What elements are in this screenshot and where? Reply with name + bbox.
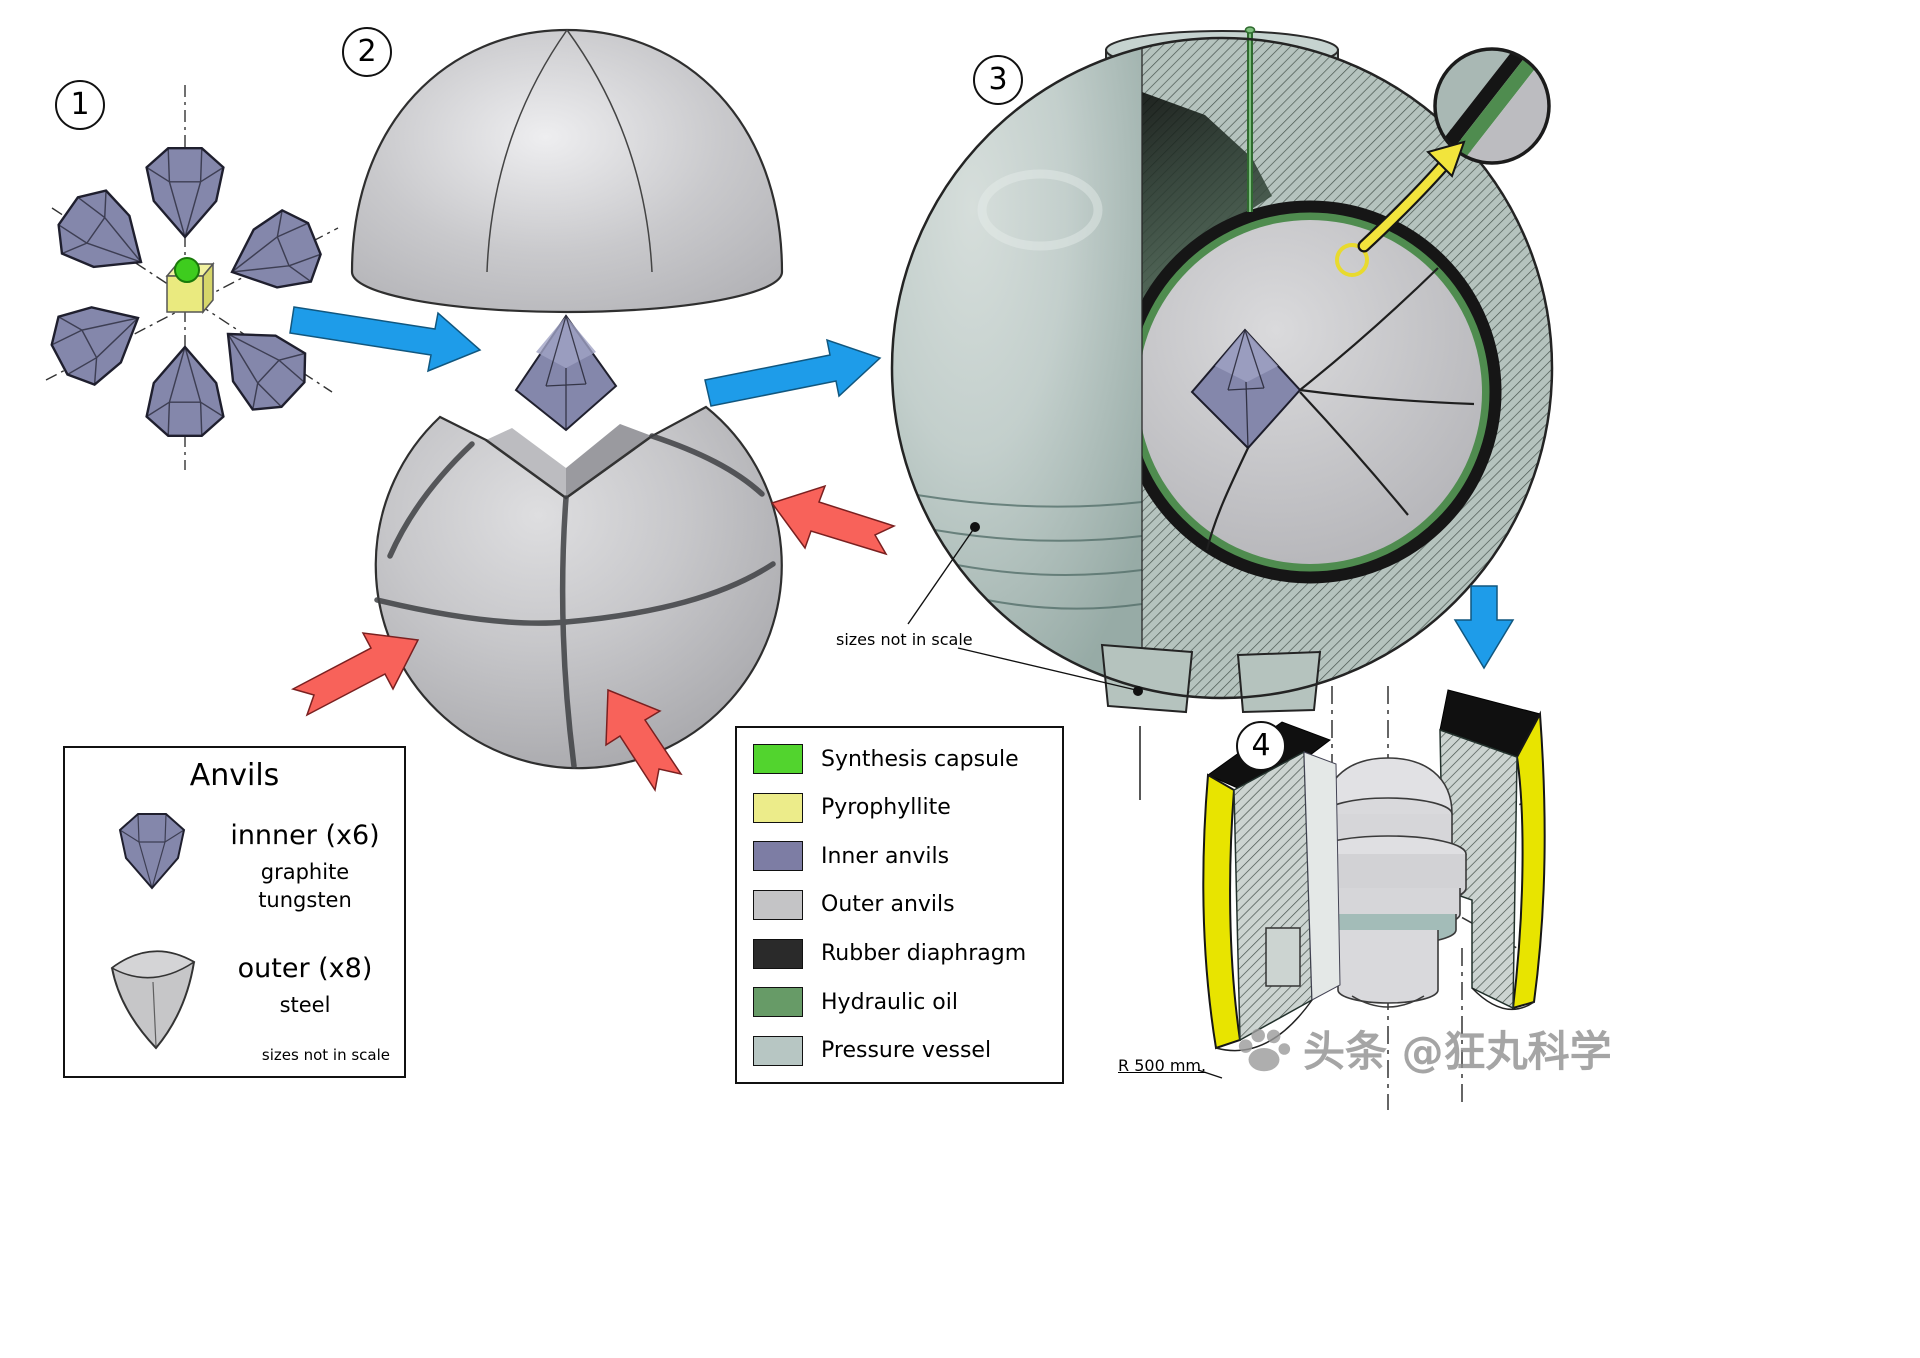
opening-wall-left [486, 428, 566, 498]
inner-anvil-top [145, 146, 225, 239]
color-legend-box: Synthesis capsule Pyrophyllite Inner anv… [735, 726, 1064, 1084]
legend-label: Rubber diaphragm [821, 941, 1027, 967]
vessel-dome [892, 48, 1142, 688]
legend-swatch-rubber-diaphragm [753, 938, 803, 969]
dome-highlight [977, 169, 1103, 251]
legend-row: Inner anvils [753, 841, 1046, 872]
flow-arrow-step2-to-step3 [704, 338, 882, 407]
vessel-silhouette [890, 36, 1554, 700]
segment-seams [374, 433, 776, 769]
step-4-badge: 4 [1236, 721, 1286, 771]
legend-row: Pyrophyllite [753, 792, 1046, 823]
step3-pressure-vessel [890, 26, 1554, 800]
legend-row: Outer anvils [753, 889, 1046, 920]
legend-row: Synthesis capsule [753, 744, 1046, 774]
inner-anvil-material-2: tungsten [258, 888, 352, 912]
press-arrow-bottom [605, 688, 683, 792]
legend-row: Pressure vessel [753, 1035, 1046, 1066]
radius-leader-line [1197, 1069, 1223, 1079]
watermark: 头条 @狂丸科学 [1235, 1018, 1612, 1079]
step-3-badge: 3 [973, 55, 1023, 105]
press-arrow-left [290, 632, 420, 717]
leader-dot-vessel [970, 522, 980, 532]
outer-anvil-label: outer (x8) [237, 953, 373, 984]
inner-anvil-label: innner (x6) [230, 820, 380, 851]
step-1-number: 1 [70, 87, 90, 122]
inner-anvil-upper-right [216, 201, 330, 309]
step-4-number: 4 [1251, 728, 1271, 763]
step1-anvil-cluster [40, 85, 339, 470]
legend-swatch-inner-anvils [753, 841, 803, 872]
legend-row: Rubber diaphragm [753, 938, 1046, 969]
press-arrow-right [770, 484, 897, 556]
press-stack-tab [1265, 927, 1301, 987]
inner-anvil-bottom [145, 345, 225, 438]
inner-anvil-lower-left [40, 282, 158, 395]
flow-arrow-step3-to-step4 [1453, 585, 1515, 670]
sizes-note-step3: sizes not in scale [836, 630, 973, 649]
press-anvil-stack [1309, 757, 1467, 1008]
anvils-box-title: Anvils [189, 758, 280, 793]
leader-dot-foot [1133, 686, 1143, 696]
outer-anvil-material: steel [279, 993, 331, 1017]
anvils-box-note: sizes not in scale [261, 1046, 390, 1064]
anvils-legend-box: Anvils innner (x6) graphite tungsten out… [63, 746, 406, 1078]
inner-anvil-octahedron [514, 314, 618, 432]
note-leader-lines [907, 526, 1141, 800]
step2-outer-anvil-dome [350, 28, 784, 314]
detail-marker-circle [1335, 243, 1369, 277]
flow-arrow-step1-to-step2 [289, 306, 482, 373]
legend-label: Synthesis capsule [821, 746, 1019, 772]
step4-press-cutaway [1197, 686, 1546, 1110]
legend-swatch-synthesis-capsule [753, 744, 803, 774]
paw-icon [1238, 1028, 1291, 1071]
legend-label: Outer anvils [821, 892, 955, 918]
legend-label: Inner anvils [821, 843, 950, 869]
outer-anvil-icon [110, 950, 196, 1050]
legend-label: Pressure vessel [821, 1038, 992, 1064]
step-2-badge: 2 [342, 27, 392, 77]
legend-swatch-outer-anvils [753, 889, 803, 920]
legend-label: Pyrophyllite [821, 795, 951, 821]
step-2-number: 2 [357, 34, 377, 69]
legend-row: Hydraulic oil [753, 987, 1046, 1018]
synthesis-capsule-ball [174, 257, 200, 283]
vessel-foot-left [1100, 643, 1194, 714]
opening-wall-right [566, 424, 652, 498]
radius-label: R 500 mm. [1118, 1056, 1207, 1075]
section-shadow-wedge [1142, 92, 1272, 300]
inner-anvil-material-1: graphite [260, 860, 350, 884]
step-3-number: 3 [988, 62, 1008, 97]
press-shell-left [1202, 721, 1341, 1052]
legend-swatch-pyrophyllite [753, 792, 803, 823]
press-shell-right [1439, 689, 1546, 1011]
legend-swatch-pressure-vessel [753, 1035, 803, 1066]
anvils-box-icons [110, 813, 196, 1050]
vessel-ring-lines [916, 494, 1143, 610]
vessel-foot-right [1236, 650, 1322, 714]
oil-feed-rod [1244, 26, 1256, 212]
layer-detail-magnifier [1433, 47, 1551, 165]
step2-outer-anvil-sphere [374, 314, 783, 770]
legend-swatch-hydraulic-oil [753, 987, 803, 1018]
watermark-text: 头条 @狂丸科学 [1303, 1027, 1612, 1076]
legend-label: Hydraulic oil [821, 989, 958, 1015]
step-1-badge: 1 [55, 80, 105, 130]
cavity-anvil-seams [1205, 267, 1475, 551]
inner-anvil-upper-left [45, 178, 165, 295]
detail-pointer-arrow [1357, 140, 1466, 253]
